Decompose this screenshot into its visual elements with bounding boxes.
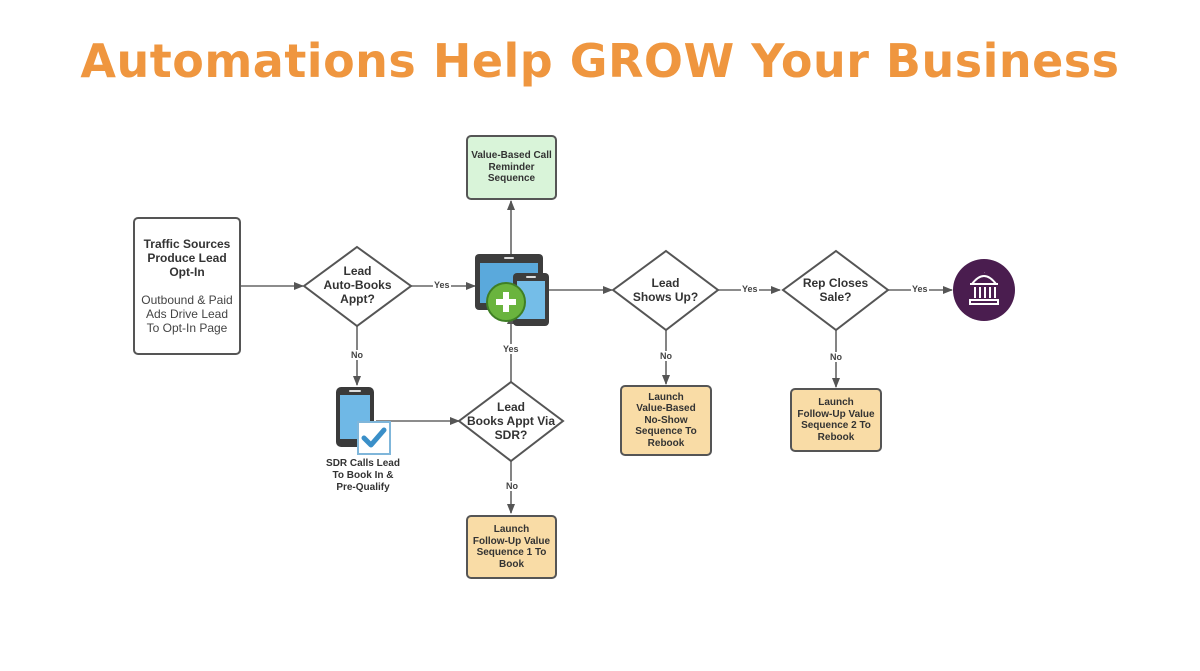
followup-line: Follow-Up Value — [797, 408, 875, 420]
tablet-phone-plus-icon — [475, 254, 549, 326]
decision-closes: Rep Closes Sale? — [783, 276, 888, 304]
edge-label-closes-yes: Yes — [911, 284, 929, 294]
page-title: Automations Help GROW Your Business — [80, 34, 1120, 88]
decision-line: Lead — [496, 400, 525, 414]
edge-label-sdr-no: No — [505, 481, 519, 491]
noshow-line: Sequence To — [635, 426, 697, 438]
followup-line: Launch — [493, 524, 530, 535]
start-heading-line: Produce Lead — [147, 251, 227, 265]
decision-line: Books Appt Via — [466, 414, 555, 428]
reminder-line: Reminder — [488, 161, 535, 173]
decision-line: Sale? — [819, 290, 852, 304]
edge-label-closes-no: No — [829, 352, 843, 362]
decision-sdr-shape — [457, 380, 565, 463]
decision-line: Shows Up? — [632, 290, 699, 304]
start-body-line: Outbound & Paid — [141, 293, 233, 307]
followup-line: Sequence 1 To — [476, 547, 547, 558]
sdr-caption: SDR Calls Lead To Book In & Pre-Qualify — [316, 458, 410, 494]
edge-label-auto-yes: Yes — [433, 280, 451, 290]
followup-line: Sequence 2 To — [801, 420, 871, 431]
noshow-line: Launch — [648, 391, 684, 403]
noshow-line: No-Show — [644, 414, 688, 426]
start-body-line: To Opt-In Page — [146, 321, 228, 335]
decision-line: Lead — [343, 264, 372, 278]
followup2-node: Launch Follow-Up Value Sequence 2 To Reb… — [790, 388, 882, 452]
edge-label-sdr-yes: Yes — [502, 344, 520, 354]
decision-closes-shape — [781, 249, 890, 332]
decision-auto-books: Lead Auto-Books Appt? — [304, 264, 411, 306]
followup1-node: Launch Follow-Up Value Sequence 1 To Boo… — [466, 515, 557, 579]
edge-label-shows-no: No — [659, 351, 673, 361]
decision-line: SDR? — [494, 428, 528, 442]
decision-shows-up-shape — [611, 249, 720, 332]
caption-line: Pre-Qualify — [336, 482, 390, 493]
decision-line: Auto-Books — [323, 278, 392, 292]
edge-label-shows-yes: Yes — [741, 284, 759, 294]
noshow-line: Value-Based — [636, 403, 696, 415]
reminder-line: Sequence — [487, 173, 536, 185]
followup-line: Book — [499, 558, 524, 570]
bank-building-icon — [953, 259, 1015, 321]
caption-line: SDR Calls Lead — [326, 458, 400, 469]
start-heading-line: Traffic Sources — [143, 237, 231, 251]
decision-sdr: Lead Books Appt Via SDR? — [459, 400, 563, 442]
followup-line: Rebook — [817, 431, 855, 443]
decision-line: Rep Closes — [802, 276, 869, 290]
decision-shows-up: Lead Shows Up? — [613, 276, 718, 304]
start-heading-line: Opt-In — [169, 265, 205, 279]
followup-line: Launch — [818, 397, 854, 408]
noshow-line: Rebook — [647, 437, 685, 449]
noshow-node: Launch Value-Based No-Show Sequence To R… — [620, 385, 712, 456]
edge-label-auto-no: No — [350, 350, 364, 360]
decision-auto-books-shape — [302, 245, 413, 328]
phone-checkmark-icon — [336, 387, 391, 455]
reminder-line: Value-Based Call — [471, 150, 552, 162]
decision-line: Lead — [651, 276, 680, 290]
reminder-node: Value-Based Call Reminder Sequence — [466, 135, 557, 200]
followup-line: Follow-Up Value — [472, 535, 551, 547]
decision-line: Appt? — [340, 292, 375, 306]
caption-line: To Book In & — [332, 470, 394, 481]
start-node: Traffic Sources Produce Lead Opt-In Outb… — [133, 217, 241, 355]
start-body-line: Ads Drive Lead — [145, 307, 229, 321]
